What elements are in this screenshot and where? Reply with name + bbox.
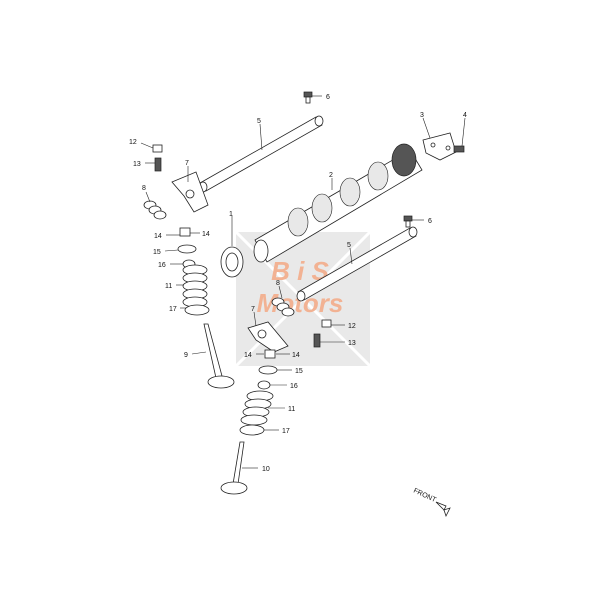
leader-lines xyxy=(140,95,466,469)
label-12-lower: 12 xyxy=(348,323,356,330)
valve-spring-lower xyxy=(240,390,274,426)
rocker-arm-lower xyxy=(247,321,289,353)
rocker-shaft-lower xyxy=(296,226,418,302)
label-17-lower: 17 xyxy=(282,428,290,435)
spring-retainer-upper xyxy=(177,244,197,254)
valve-cotter-lower xyxy=(264,349,276,359)
rocker-spring-lower xyxy=(271,297,295,317)
label-5-upper: 5 xyxy=(257,118,261,125)
valve-spring-upper xyxy=(182,264,208,308)
label-16-lower: 16 xyxy=(290,383,298,390)
label-12-upper: 12 xyxy=(129,139,137,146)
label-14-upper-right: 14 xyxy=(202,231,210,238)
label-15-upper: 15 xyxy=(153,249,161,256)
label-9: 9 xyxy=(184,352,188,359)
label-2: 2 xyxy=(329,172,333,179)
label-13-upper: 13 xyxy=(133,161,141,168)
rocker-shaft-upper xyxy=(198,115,324,193)
label-3: 3 xyxy=(420,112,424,119)
label-6-upper: 6 xyxy=(326,94,330,101)
cam-bracket xyxy=(422,132,457,161)
spring-seat-lower xyxy=(239,424,265,436)
valve-cotter-upper xyxy=(179,227,191,237)
label-14-upper-left: 14 xyxy=(154,233,162,240)
label-4: 4 xyxy=(463,112,467,119)
label-11-lower: 11 xyxy=(288,406,295,413)
label-6-lower: 6 xyxy=(428,218,432,225)
label-7-lower: 7 xyxy=(251,306,255,313)
camshaft xyxy=(253,143,423,263)
label-10: 10 xyxy=(262,466,270,473)
label-5-lower: 5 xyxy=(347,242,351,249)
label-7-upper: 7 xyxy=(185,160,189,167)
oil-seal xyxy=(220,246,244,278)
valve-exhaust xyxy=(203,323,235,389)
spring-seat-upper xyxy=(184,304,210,316)
label-15-lower: 15 xyxy=(295,368,303,375)
label-1: 1 xyxy=(229,211,233,218)
label-17-upper: 17 xyxy=(169,306,177,313)
rocker-spring-upper xyxy=(143,200,167,220)
spring-retainer-lower xyxy=(258,365,278,375)
label-13-lower: 13 xyxy=(348,340,356,347)
adjust-screw-lower xyxy=(313,333,321,348)
rocker-arm-upper xyxy=(171,171,209,213)
label-8-upper: 8 xyxy=(142,185,146,192)
shaft-bolt-upper xyxy=(303,91,313,104)
label-16-upper: 16 xyxy=(158,262,166,269)
front-arrow-icon xyxy=(435,501,451,518)
bracket-bolt xyxy=(453,145,465,153)
adjust-nut-upper xyxy=(152,144,163,153)
label-8-lower: 8 xyxy=(276,280,280,287)
adjust-nut-lower xyxy=(321,319,332,328)
valve-seal-lower xyxy=(257,380,271,390)
label-11-upper: 11 xyxy=(165,283,172,290)
shaft-bolt-lower xyxy=(403,215,413,228)
valve-intake xyxy=(220,441,248,495)
label-14-lower-left: 14 xyxy=(244,352,252,359)
label-14-lower-right: 14 xyxy=(292,352,300,359)
part-labels: 1 2 3 4 5 5 6 6 7 7 8 8 9 10 11 11 12 12… xyxy=(129,94,467,473)
adjust-screw-upper xyxy=(154,157,162,172)
front-label: FRONT xyxy=(412,487,437,504)
